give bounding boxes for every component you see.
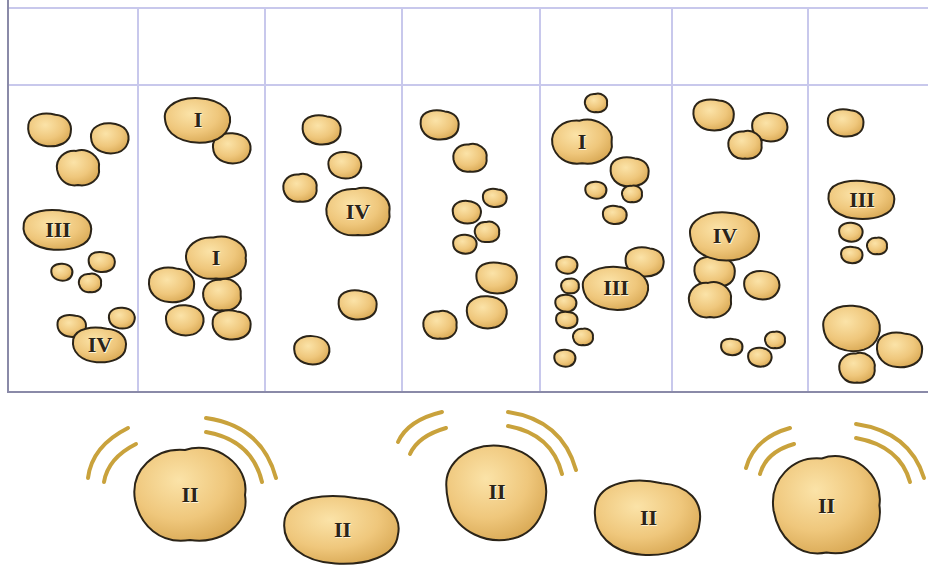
roman-numeral-label: II bbox=[442, 437, 552, 547]
particle-node: II bbox=[764, 448, 889, 563]
roman-numeral-label: II bbox=[280, 489, 405, 571]
roman-numeral-label: I bbox=[181, 233, 251, 283]
particle-node: I bbox=[181, 233, 251, 283]
particle-node: II bbox=[125, 440, 255, 550]
roman-numeral-label: IV bbox=[321, 184, 395, 240]
roman-numeral-label: II bbox=[125, 440, 255, 550]
frame-lines bbox=[8, 0, 928, 393]
particle-node: II bbox=[280, 489, 405, 571]
roman-numeral-label: I bbox=[162, 94, 234, 146]
particle-node: II bbox=[591, 473, 706, 563]
roman-numeral-label: I bbox=[547, 116, 617, 168]
particle-node: I bbox=[547, 116, 617, 168]
roman-numeral-label: III bbox=[21, 206, 95, 254]
particle-node: III bbox=[21, 206, 95, 254]
roman-numeral-label: II bbox=[591, 473, 706, 563]
particle-node: III bbox=[826, 177, 898, 223]
particle-node: IV bbox=[71, 324, 129, 366]
particle-node: I bbox=[162, 94, 234, 146]
particle-node: IV bbox=[687, 208, 763, 264]
particle-node: IV bbox=[321, 184, 395, 240]
roman-numeral-label: III bbox=[826, 177, 898, 223]
particle-node: III bbox=[580, 263, 652, 313]
roman-numeral-label: II bbox=[764, 448, 889, 563]
roman-numeral-label: IV bbox=[71, 324, 129, 366]
roman-numeral-label: IV bbox=[687, 208, 763, 264]
small-particles bbox=[28, 94, 922, 383]
roman-numeral-label: III bbox=[580, 263, 652, 313]
particle-node: II bbox=[442, 437, 552, 547]
